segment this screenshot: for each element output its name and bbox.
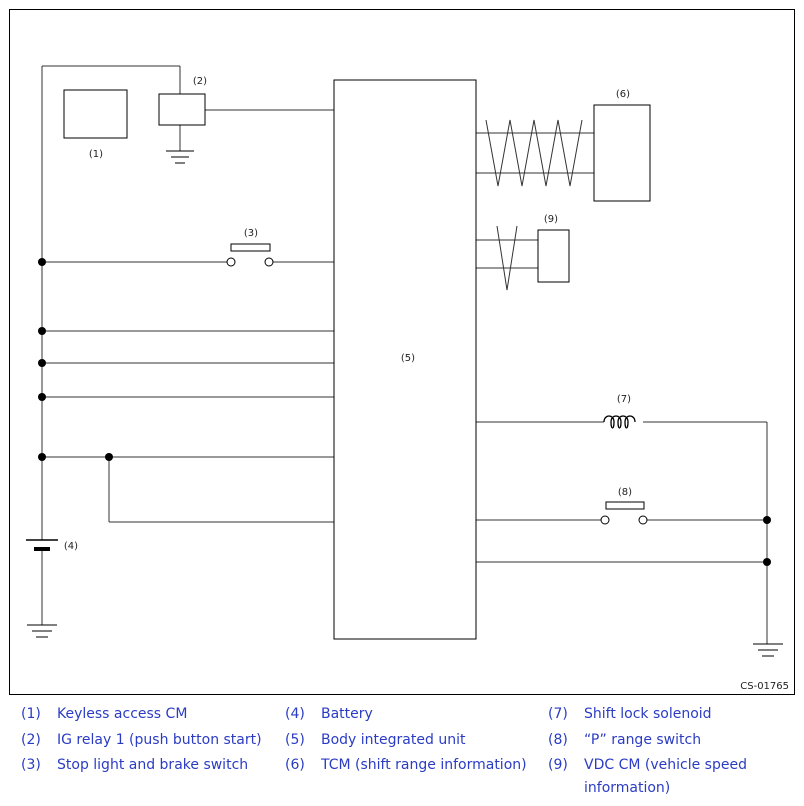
legend-number: (3) xyxy=(21,757,41,773)
legend-label: Keyless access CM xyxy=(57,706,188,722)
junction-dot xyxy=(763,558,771,566)
legend-number: (8) xyxy=(548,732,568,748)
legend-label: Body integrated unit xyxy=(321,732,466,748)
body-integrated-unit-box xyxy=(333,79,477,640)
legend-label: VDC CM (vehicle speed information) xyxy=(584,757,747,796)
legend-label: Stop light and brake switch xyxy=(57,757,249,773)
battery-symbol xyxy=(26,539,58,551)
legend-label: “P” range switch xyxy=(584,732,702,748)
right-ground-symbol xyxy=(753,643,783,657)
callout-1: (1) xyxy=(89,149,103,160)
legend-label: Shift lock solenoid xyxy=(584,706,712,722)
ig-relay-box xyxy=(158,93,206,126)
wiring-diagram: (1) (2) (3) (4) (5) (6) (7) (8) (9) CS-0… xyxy=(9,9,795,695)
callout-8: (8) xyxy=(618,487,632,498)
callout-7: (7) xyxy=(617,394,631,405)
legend-number: (5) xyxy=(285,732,305,748)
junction-dot xyxy=(38,359,46,367)
legend-label: Battery xyxy=(321,706,373,722)
junction-dot xyxy=(105,453,113,461)
junction-dot xyxy=(38,258,46,266)
diagram-frame xyxy=(9,9,795,695)
junction-dots xyxy=(38,258,771,566)
stop-light-brake-switch xyxy=(226,243,274,267)
legend-number: (9) xyxy=(548,757,568,773)
relay-ground-symbol xyxy=(166,150,194,164)
vdc-cm-box xyxy=(537,229,570,283)
legend-label: IG relay 1 (push button start) xyxy=(57,732,262,748)
p-range-switch xyxy=(600,501,648,525)
callout-2: (2) xyxy=(193,76,207,87)
keyless-access-cm-box xyxy=(63,89,128,139)
callout-4: (4) xyxy=(64,541,78,552)
legend-label: TCM (shift range information) xyxy=(321,757,527,773)
legend-number: (6) xyxy=(285,757,305,773)
callout-3: (3) xyxy=(244,228,258,239)
shift-lock-solenoid-coil xyxy=(603,415,636,429)
junction-dot xyxy=(38,327,46,335)
battery-ground-symbol xyxy=(27,624,57,638)
legend-number: (4) xyxy=(285,706,305,722)
junction-dot xyxy=(38,453,46,461)
junction-dot xyxy=(38,393,46,401)
callout-5: (5) xyxy=(401,353,415,364)
legend-number: (1) xyxy=(21,706,41,722)
legend-number: (2) xyxy=(21,732,41,748)
junction-dot xyxy=(763,516,771,524)
callout-6: (6) xyxy=(616,89,630,100)
tcm-box xyxy=(593,104,651,202)
callout-9: (9) xyxy=(544,214,558,225)
diagram-code: CS-01765 xyxy=(740,681,789,692)
tcm-twisted-pair xyxy=(485,119,583,187)
legend-number: (7) xyxy=(548,706,568,722)
vdc-twisted-pair xyxy=(496,225,518,291)
legend: (1) Keyless access CM (2) IG relay 1 (pu… xyxy=(0,703,804,806)
